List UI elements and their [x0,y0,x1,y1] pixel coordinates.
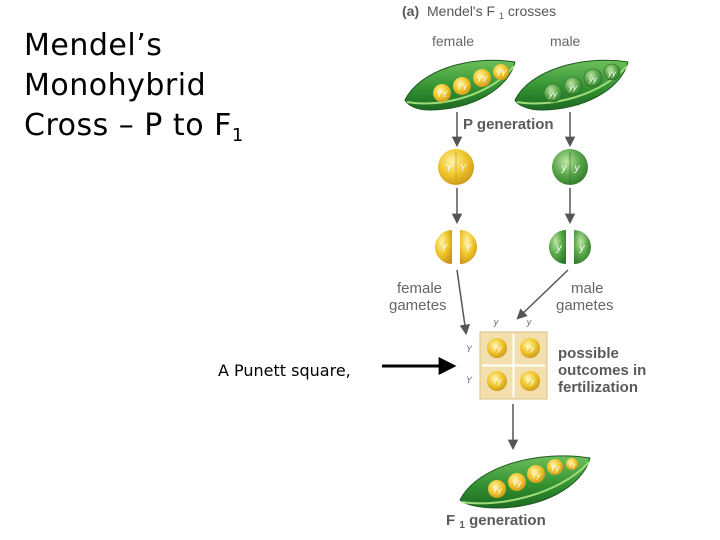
panel-title-main: Mendel's F [427,3,495,19]
f1-pea-1-label: Yy [492,486,502,495]
f1-pea-2-label: Yy [512,479,522,488]
title-line-3-main: Cross – P to F [24,108,232,143]
outcomes-label-line3: fertilization [558,379,638,396]
female-gametes: Y Y [435,230,477,264]
punnett-cell-4: Yy [525,377,535,386]
f1-generation-label: F 1 generation [446,512,546,532]
female-gamete-1-label: Y [441,243,449,254]
punnett-square: y y Y Y Yy Yy Yy Yy [466,317,548,400]
female-pea-2-label: YY [457,83,468,92]
female-pea-3-label: YY [477,75,488,84]
female-pea-1 [433,84,451,102]
female-pea-1-label: YY [437,90,448,99]
male-pea-1 [543,83,563,103]
punnett-cell-1: Yy [492,344,502,353]
male-label: male [550,33,581,49]
title-line-2: Monohybrid [24,68,207,103]
punnett-cell-3-pea [487,371,507,391]
f1-pea-5-label: Yy [568,463,576,469]
female-parent-pod: YY YY YY YY [404,59,516,111]
f1-label-tail: generation [469,512,546,529]
arrow-male-gametes-to-punnett [516,269,569,320]
arrow-female-gametes-to-punnett [456,269,471,336]
panel-title-tail: crosses [508,3,556,19]
female-label: female [432,33,474,49]
panel-title-sub: 1 [499,11,504,21]
punnett-row-header-2: Y [466,375,473,385]
f1-pea-3 [527,465,545,483]
male-gametes-label-line1: male [571,280,604,297]
punnett-cell-2: Yy [525,344,535,353]
male-pea-3-label: yy [588,75,598,84]
male-gamete-1-label: y [556,243,563,254]
male-gamete-2 [574,230,591,264]
female-cell-allele-1: Y [446,163,454,174]
female-gamete-1 [435,230,452,264]
male-gamete-2-label: y [579,243,586,254]
punnett-cell-2-pea [520,338,540,358]
f1-pea-2 [508,473,526,491]
punnett-row-header-1: Y [466,344,473,354]
female-parent-cell: Y Y [438,149,474,185]
female-pea-3 [473,69,491,87]
f1-pea-1 [488,480,506,498]
slide-title: Mendel’s Monohybrid Cross – P to F1 [24,26,244,156]
f1-pea-3-label: Yy [531,471,541,480]
f1-label-main: F [446,512,455,529]
male-pea-3 [583,68,603,88]
male-parent-pod: yy yy yy yy [514,59,629,111]
outcomes-label-line2: outcomes in [558,362,646,379]
female-gametes-label-line1: female [397,280,442,297]
female-pea-2 [453,77,471,95]
male-pea-2-label: yy [568,83,578,92]
outcomes-label-line1: possible [558,345,619,362]
f1-pea-5 [566,458,578,470]
male-cell-allele-1: y [561,163,568,174]
female-gametes-label-line2: gametes [389,297,447,314]
title-line-3-sub: 1 [231,125,244,146]
p-generation-label: P generation [463,116,554,133]
male-gamete-1 [549,230,566,264]
male-cell-allele-2: y [574,163,581,174]
title-line-1: Mendel’s [24,28,163,63]
male-parent-cell: y y [552,149,588,185]
f1-label-sub: 1 [459,520,465,531]
punnett-cell-4-pea [520,371,540,391]
f1-pea-4 [547,459,563,475]
male-pea-4 [603,63,621,81]
female-gamete-2 [460,230,477,264]
male-gametes: y y [549,230,591,264]
title-line-3: Cross – P to F1 [24,106,244,156]
f1-pea-4-label: Yy [550,464,560,473]
punnett-cell-1-pea [487,338,507,358]
f1-pod: Yy Yy Yy Yy Yy [459,455,591,509]
punnett-col-header-2: y [526,317,532,327]
punnett-col-header-1: y [493,317,499,327]
male-gametes-label-line2: gametes [556,297,614,314]
male-pea-2 [563,76,583,96]
female-pea-4 [493,64,509,80]
punnett-caption: A Punett square, [218,361,351,380]
punnett-cell-3: Yy [492,377,502,386]
female-gamete-2-label: Y [465,243,473,254]
male-pea-1-label: yy [548,90,558,99]
female-cell-allele-2: Y [460,163,468,174]
male-pea-4-label: yy [607,69,617,78]
female-pea-4-label: YY [496,69,507,78]
panel-label: (a) [402,3,419,19]
panel-title: (a) Mendel's F 1 crosses [402,3,556,22]
